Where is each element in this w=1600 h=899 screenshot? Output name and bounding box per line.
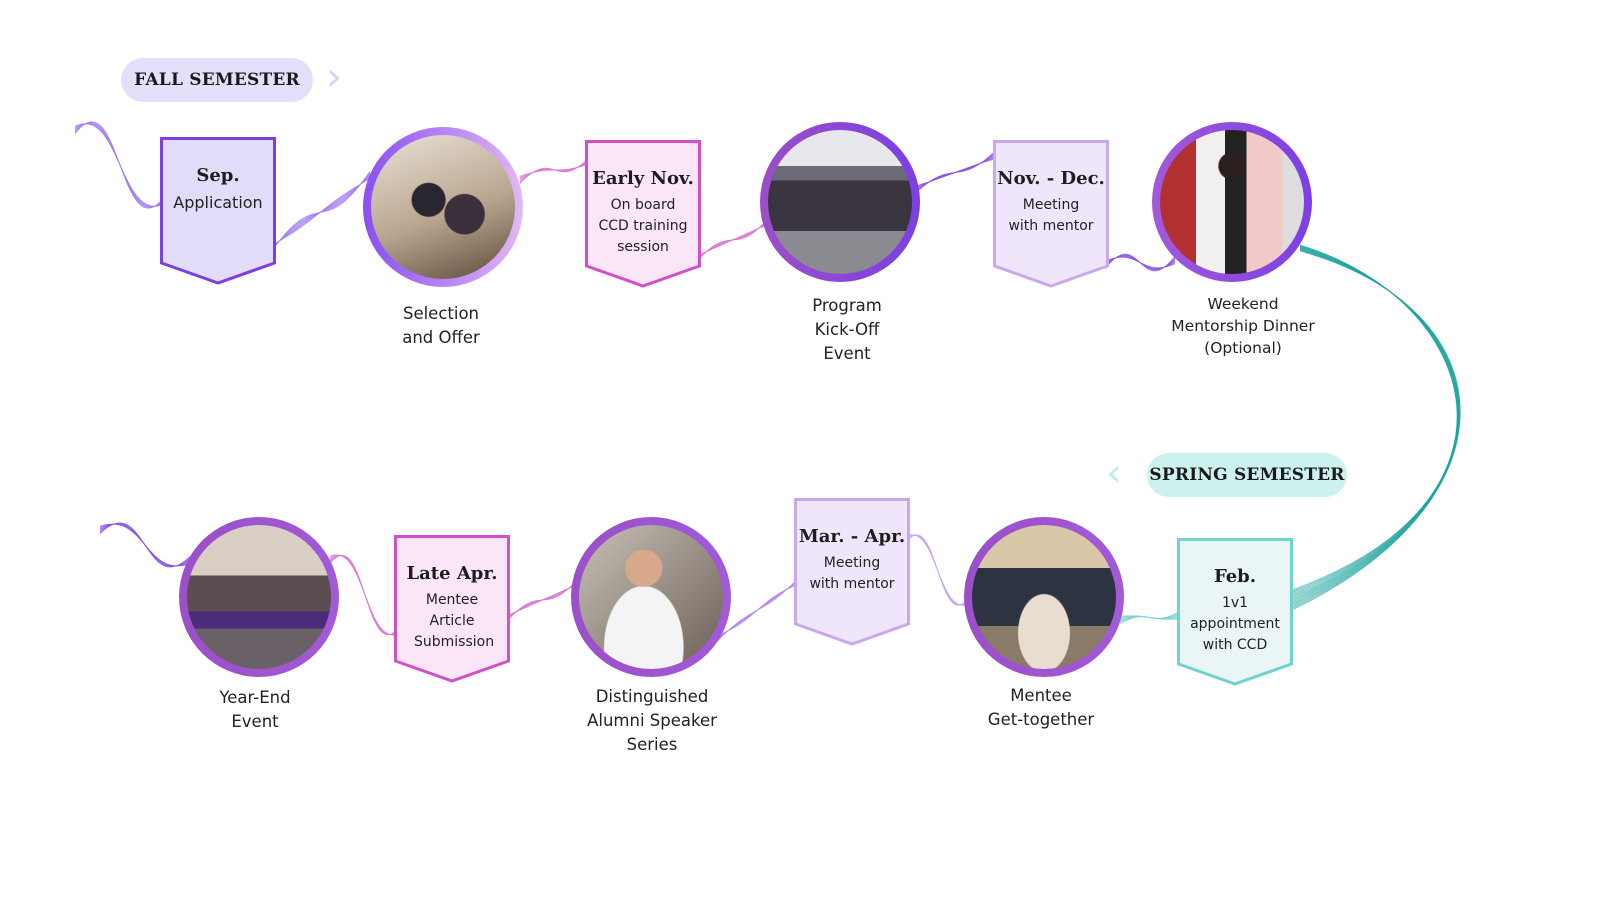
caption-line: Kick-Off <box>814 320 880 339</box>
caption-selection-offer: Selection and Offer <box>331 302 551 350</box>
caption-line: Get-together <box>987 710 1095 729</box>
caption-line: Series <box>626 735 678 754</box>
fall-semester-text: FALL SEMESTER <box>134 70 300 90</box>
milestone-date: Sep. <box>196 165 240 186</box>
caption-line: Year-End <box>219 688 291 707</box>
wave-line <box>269 170 371 255</box>
milestone-desc: Meeting with mentor <box>1008 197 1094 234</box>
milestone-desc: Mentee Article Submission <box>414 592 495 650</box>
photo-speaker-series <box>571 517 731 677</box>
milestone-date: Feb. <box>1213 566 1257 587</box>
photo-kickoff <box>760 122 920 282</box>
milestone-desc: 1v1 appointment with CCD <box>1190 595 1280 653</box>
event-photo <box>187 525 331 669</box>
wave-line <box>329 555 401 635</box>
milestone-date: Early Nov. <box>592 168 694 189</box>
milestone-desc: Application <box>173 193 263 212</box>
milestone-date: Mar. - Apr. <box>798 526 906 547</box>
wave-line <box>1291 250 1461 611</box>
caption-line: Mentorship Dinner <box>1171 317 1315 335</box>
caption-line: Weekend <box>1207 295 1279 313</box>
milestone-nov-dec: Nov. - Dec. Meeting with mentor <box>993 140 1109 288</box>
milestone-early-nov: Early Nov. On board CCD training session <box>585 140 701 288</box>
wave-line <box>74 121 166 209</box>
chevron-right-icon: › <box>326 54 342 100</box>
event-photo <box>579 525 723 669</box>
event-photo <box>768 130 912 274</box>
wave-line <box>714 575 801 645</box>
caption-line: Mentee <box>1010 686 1072 705</box>
wave-line <box>99 522 191 568</box>
photo-mentee-get-together <box>964 517 1124 677</box>
milestone-date: Late Apr. <box>406 563 498 584</box>
milestone-mar-apr: Mar. - Apr. Meeting with mentor <box>794 498 910 646</box>
photo-mentorship-dinner <box>1152 122 1312 282</box>
milestone-desc: Meeting with mentor <box>809 555 895 592</box>
wave-line <box>519 155 591 185</box>
event-photo <box>371 135 515 279</box>
photo-year-end <box>179 517 339 677</box>
milestone-late-apr: Late Apr. Mentee Article Submission <box>394 535 510 683</box>
caption-line: Distinguished <box>595 687 709 706</box>
milestone-desc: On board CCD training session <box>598 197 688 255</box>
wave-line <box>904 534 971 606</box>
milestone-sep: Sep. Application <box>160 137 276 285</box>
wave-line <box>914 150 996 195</box>
caption-line: Program <box>812 296 882 315</box>
caption-line: (Optional) <box>1204 339 1282 357</box>
milestone-feb: Feb. 1v1 appointment with CCD <box>1177 538 1293 686</box>
wave-line <box>694 215 771 265</box>
caption-line: Alumni Speaker <box>587 711 717 730</box>
spring-semester-label: SPRING SEMESTER <box>1147 453 1347 497</box>
wave-line <box>504 575 581 625</box>
spring-semester-text: SPRING SEMESTER <box>1149 465 1345 485</box>
caption-line: Event <box>823 344 871 363</box>
event-photo <box>1160 130 1304 274</box>
caption-line: and Offer <box>402 328 480 347</box>
event-photo <box>972 525 1116 669</box>
milestone-date: Nov. - Dec. <box>997 168 1105 189</box>
wave-line <box>1119 610 1181 625</box>
photo-selection-offer <box>363 127 523 287</box>
wave-line <box>1104 253 1176 272</box>
caption-line: Selection <box>402 304 480 323</box>
fall-semester-label: FALL SEMESTER <box>121 58 313 102</box>
caption-line: Event <box>231 712 279 731</box>
chevron-left-icon: ‹ <box>1106 450 1122 496</box>
